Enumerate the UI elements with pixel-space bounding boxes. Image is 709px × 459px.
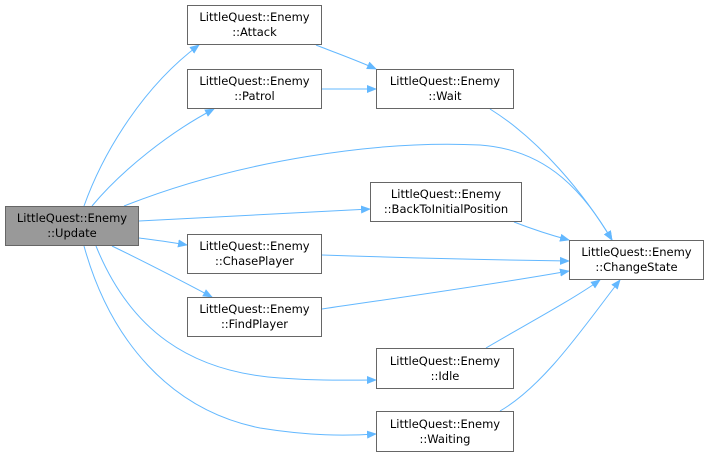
node-idle-line2: ::Idle	[430, 368, 460, 383]
node-find-line1: LittleQuest::Enemy	[199, 302, 310, 316]
edge-update-to-attack	[83, 44, 200, 207]
node-waiting-line1: LittleQuest::Enemy	[389, 416, 501, 431]
node-find-player[interactable]: LittleQuest::Enemy ::FindPlayer	[187, 297, 322, 337]
node-waiting-line2: ::Waiting	[419, 431, 471, 446]
node-patrol[interactable]: LittleQuest::Enemy ::Patrol	[187, 69, 322, 109]
node-update-line1: LittleQuest::Enemy	[16, 211, 128, 225]
edge-update-to-patrol	[91, 108, 215, 207]
node-waiting[interactable]: LittleQuest::Enemy ::Waiting	[376, 411, 514, 452]
node-change-line1: LittleQuest::Enemy	[581, 245, 692, 259]
edge-update-to-back	[138, 205, 371, 222]
node-chase-line2: ::ChasePlayer	[215, 254, 294, 268]
edge-update-to-find	[111, 245, 213, 298]
node-find-line2: ::FindPlayer	[220, 317, 289, 331]
node-chase-line1: LittleQuest::Enemy	[199, 239, 310, 253]
node-change-state[interactable]: LittleQuest::Enemy ::ChangeState	[569, 240, 704, 280]
edge-wait-to-change	[489, 108, 613, 241]
edge-back-to-change	[513, 221, 570, 242]
edge-chase-to-change	[321, 254, 570, 265]
node-chase-player[interactable]: LittleQuest::Enemy ::ChasePlayer	[187, 234, 322, 274]
node-patrol-line1: LittleQuest::Enemy	[199, 74, 310, 88]
edge-update-to-chase	[138, 237, 188, 248]
node-patrol-line2: ::Patrol	[234, 89, 275, 103]
edge-update-to-waiting	[83, 245, 377, 439]
node-back-line1: LittleQuest::Enemy	[390, 187, 502, 201]
edge-update-to-idle	[95, 245, 377, 385]
node-back-line2: ::BackToInitialPosition	[383, 202, 509, 216]
edge-waiting-to-change	[499, 279, 621, 412]
node-wait-line1: LittleQuest::Enemy	[389, 74, 501, 88]
node-attack-line1: LittleQuest::Enemy	[199, 10, 310, 24]
node-wait[interactable]: LittleQuest::Enemy ::Wait	[376, 69, 514, 109]
node-update-line2: ::Update	[47, 226, 97, 240]
node-wait-line2: ::Wait	[428, 89, 462, 103]
node-update: LittleQuest::Enemy ::Update	[5, 206, 139, 246]
edge-attack-to-wait	[315, 44, 377, 70]
node-idle[interactable]: LittleQuest::Enemy ::Idle	[376, 348, 514, 389]
edge-update-to-change	[123, 143, 613, 241]
edge-idle-to-change	[485, 279, 601, 349]
node-attack-line2: ::Attack	[232, 25, 277, 39]
node-back-to-initial-position[interactable]: LittleQuest::Enemy ::BackToInitialPositi…	[370, 182, 522, 222]
node-attack[interactable]: LittleQuest::Enemy ::Attack	[187, 5, 322, 45]
node-idle-line1: LittleQuest::Enemy	[389, 353, 501, 368]
node-change-line2: ::ChangeState	[595, 260, 678, 274]
edge-find-to-change	[321, 268, 570, 310]
